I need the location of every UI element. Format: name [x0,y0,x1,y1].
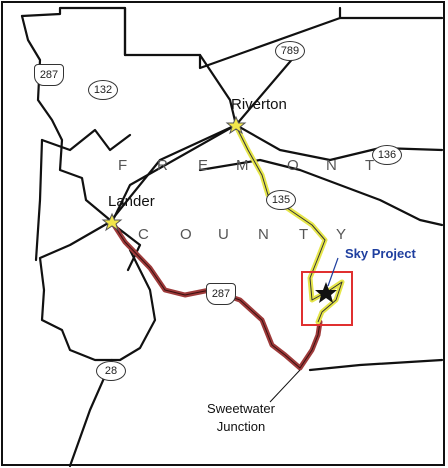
county-letter: O [180,226,192,243]
county-letter: F [118,157,128,174]
county-letter: R [157,157,168,174]
project-leader-line [327,257,339,287]
county-boundary-line [20,14,112,222]
road-line [234,123,444,162]
riverton-star-icon [225,115,247,135]
road-line [110,123,238,224]
county-letter: T [365,157,375,174]
junction-label-line2: Junction [216,419,266,434]
road-line [108,123,238,224]
road-line [198,53,238,127]
county-letter: T [299,226,309,243]
road-line [34,138,44,262]
road-line [108,220,142,272]
city-label-riverton: Riverton [231,96,287,113]
junction-label: Sweetwater Junction [196,400,286,436]
road-line [40,128,132,152]
city-label-lander: Lander [108,193,155,210]
route-yellow-outline [235,125,343,323]
county-letter: E [198,157,209,174]
junction-leader-line [269,369,301,403]
highway-shield-28: 28 [96,361,126,381]
route-red-outline [111,221,321,369]
junction-label-line1: Sweetwater [207,401,275,416]
project-star-icon [315,282,337,303]
county-letter: N [258,226,269,243]
road-line [198,158,444,227]
lander-star-icon [101,212,123,232]
highway-shield-136: 136 [372,145,402,165]
highway-shield-789: 789 [275,41,305,61]
county-boundary-line [38,220,157,362]
project-label: Sky Project [345,246,416,261]
county-letter: M [236,157,249,174]
highway-shield-132: 132 [88,80,118,100]
county-letter: U [218,226,229,243]
county-letter: O [287,157,299,174]
county-letter: Y [336,226,347,243]
highway-shield-135: 135 [266,190,296,210]
road-line [308,358,444,372]
project-box [301,271,353,326]
highway-shield-287-west: 287 [34,64,64,86]
county-letter: N [326,157,337,174]
road-line [234,48,302,127]
highway-shield-287-south: 287 [206,283,236,305]
county-letter: C [138,226,149,243]
